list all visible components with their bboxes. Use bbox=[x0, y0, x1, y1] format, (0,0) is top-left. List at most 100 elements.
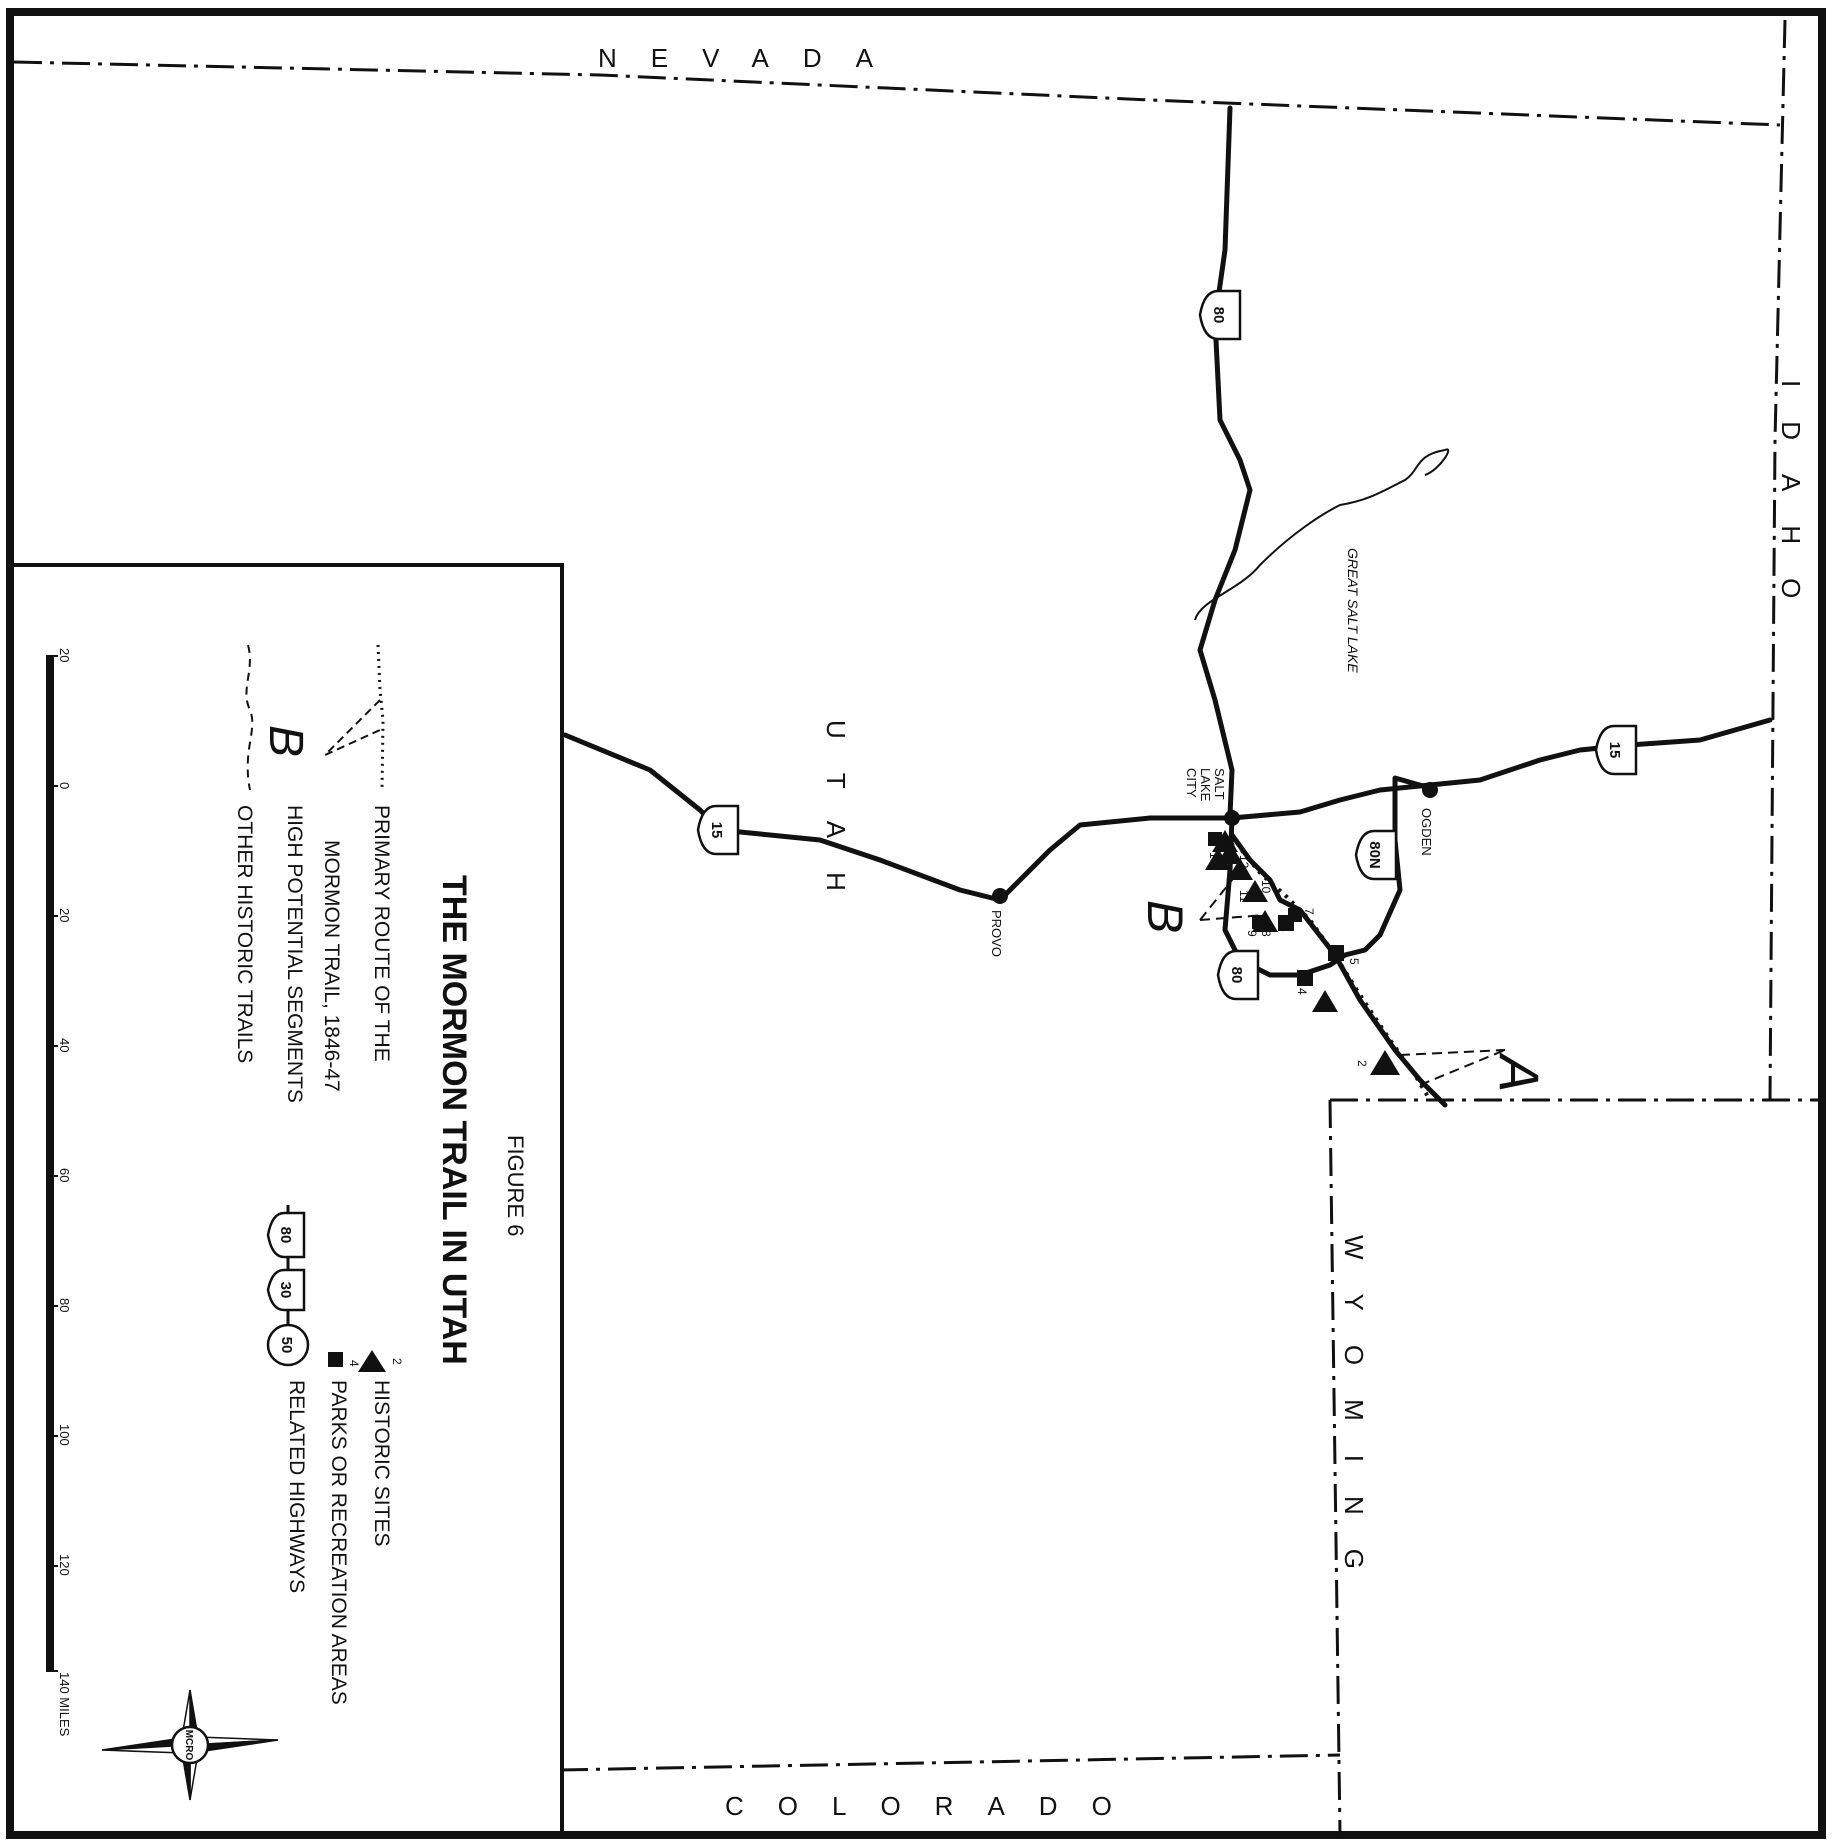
scale-label-7: 120 bbox=[57, 1554, 72, 1576]
scale-label-1: 0 bbox=[57, 782, 72, 789]
legend-primary-route-symbol bbox=[376, 644, 385, 791]
salt-lake-city-label-3: CITY bbox=[1184, 768, 1199, 798]
svg-text:80: 80 bbox=[1210, 307, 1227, 324]
legend-primary-route-1: PRIMARY ROUTE OF THE bbox=[370, 805, 393, 1062]
parks-recreation-areas bbox=[1208, 832, 1344, 986]
svg-text:15: 15 bbox=[1606, 742, 1623, 759]
great-salt-lake bbox=[1194, 448, 1450, 621]
site-marker-13 bbox=[1212, 830, 1238, 852]
state-borders bbox=[13, 19, 1820, 1836]
i15-route bbox=[562, 717, 1773, 903]
legend-box bbox=[10, 563, 564, 1835]
site-num-4: 4 bbox=[1295, 988, 1309, 995]
site-num-12: 12 bbox=[1237, 855, 1251, 869]
wyoming-label: WYOMING bbox=[1339, 1235, 1369, 1603]
site-num-13: 13 bbox=[1223, 835, 1237, 849]
site-num-5: 5 bbox=[1347, 958, 1361, 965]
site-num-2: 2 bbox=[1355, 1060, 1369, 1067]
i80-north-route bbox=[1197, 105, 1253, 818]
scale-label-4: 60 bbox=[57, 1168, 72, 1182]
highways bbox=[562, 105, 1773, 1108]
scale-labels: 20 0 20 40 60 80 100 120 140 MILES bbox=[57, 648, 72, 1737]
provo-label: PROVO bbox=[989, 910, 1004, 957]
svg-text:15: 15 bbox=[708, 822, 725, 839]
shield-i15-west: 15 bbox=[696, 804, 740, 856]
legend-other-trails: OTHER HISTORIC TRAILS bbox=[233, 805, 256, 1063]
legend-related-highways: RELATED HIGHWAYS bbox=[285, 1380, 308, 1593]
colorado-border bbox=[559, 1753, 1341, 1772]
great-salt-lake-label: GREAT SALT LAKE bbox=[1345, 548, 1361, 673]
ogden-label: OGDEN bbox=[1419, 808, 1434, 856]
scale-label-2: 20 bbox=[57, 908, 72, 922]
nevada-border bbox=[13, 60, 1781, 127]
scale-label-8: 140 MILES bbox=[57, 1672, 72, 1737]
segment-a-lines bbox=[1399, 1049, 1506, 1086]
site-num-3: 3 bbox=[1319, 1000, 1333, 1007]
shield-i80-south: 80 bbox=[1216, 949, 1260, 1001]
scale-label-6: 100 bbox=[57, 1424, 72, 1446]
park-marker-14 bbox=[1208, 832, 1222, 846]
legend-park-icon bbox=[328, 1352, 343, 1367]
utah-label: UTAH bbox=[821, 720, 851, 925]
svg-text:80: 80 bbox=[277, 1227, 294, 1244]
wyoming-border-west bbox=[1328, 1099, 1342, 1836]
segment-b-label: B bbox=[1137, 900, 1193, 933]
svg-text:30: 30 bbox=[277, 1282, 294, 1299]
legend-primary-route-2: MORMON TRAIL, 1846-47 bbox=[320, 840, 343, 1092]
provo-dot bbox=[992, 888, 1008, 904]
legend-shield-30: 30 bbox=[266, 1268, 306, 1312]
scale-ticks bbox=[46, 655, 58, 1672]
legend-title: THE MORMON TRAIL IN UTAH bbox=[435, 875, 473, 1365]
site-num-8: 8 bbox=[1259, 930, 1273, 937]
shield-i80n: 80N bbox=[1354, 829, 1398, 881]
site-marker-2 bbox=[1370, 1050, 1400, 1075]
legend-panel: FIGURE 6 THE MORMON TRAIL IN UTAH B PRIM… bbox=[10, 563, 564, 1835]
site-num-11: 11 bbox=[1237, 890, 1251, 903]
site-num-7: 7 bbox=[1302, 908, 1316, 915]
site-num-9: 9 bbox=[1245, 930, 1259, 937]
colorado-label: COLORADO bbox=[725, 1791, 1146, 1821]
salt-lake-city-label-1: SALT bbox=[1212, 768, 1227, 800]
park-marker-5 bbox=[1328, 945, 1344, 961]
park-marker-7 bbox=[1288, 908, 1302, 922]
legend-historic-site-sup: 2 bbox=[390, 1358, 404, 1365]
legend-b-symbol: B bbox=[259, 725, 312, 757]
inner-loop bbox=[1229, 832, 1338, 958]
compass-rose: MCRO bbox=[101, 1689, 279, 1801]
legend-shield-50: 50 bbox=[266, 1323, 310, 1367]
salt-lake-city-dot bbox=[1224, 810, 1240, 826]
site-marker-10 bbox=[1242, 880, 1268, 902]
svg-text:50: 50 bbox=[278, 1337, 295, 1354]
compass-label: MCRO bbox=[183, 1730, 194, 1761]
primary-mormon-trail bbox=[1230, 833, 1432, 1102]
park-marker-4 bbox=[1297, 970, 1313, 986]
nevada-label: NEVADA bbox=[598, 43, 907, 73]
scale-bar bbox=[46, 656, 54, 1671]
legend-park-sup: 4 bbox=[347, 1360, 361, 1367]
legend-high-potential: HIGH POTENTIAL SEGMENTS bbox=[283, 805, 306, 1103]
site-numbers: 2 3 4 5 6 7 8 9 10 11 12 13 14 bbox=[1207, 835, 1369, 1067]
svg-text:80: 80 bbox=[1228, 967, 1245, 984]
scale-label-3: 40 bbox=[57, 1038, 72, 1052]
salt-lake-city-label-2: LAKE bbox=[1198, 768, 1213, 802]
site-num-10: 10 bbox=[1259, 880, 1273, 894]
highway-shields: 80 15 15 80N 80 bbox=[696, 289, 1638, 1001]
park-marker-9 bbox=[1252, 915, 1266, 929]
site-num-6: 6 bbox=[1277, 925, 1291, 932]
idaho-label: IDAHO bbox=[1776, 380, 1806, 632]
site-num-14: 14 bbox=[1207, 852, 1221, 866]
svg-text:80N: 80N bbox=[1366, 841, 1383, 869]
scale-label-5: 80 bbox=[57, 1298, 72, 1312]
legend-figure: FIGURE 6 bbox=[503, 1135, 528, 1236]
scale-label-0: 20 bbox=[57, 648, 72, 662]
legend-shield-80: 80 bbox=[266, 1211, 306, 1259]
i80-south-route bbox=[1222, 815, 1383, 978]
legend-other-trails-symbol bbox=[245, 644, 254, 791]
legend-historic-site-icon bbox=[358, 1350, 386, 1372]
legend-segment-symbol bbox=[324, 699, 381, 756]
idaho-border bbox=[1768, 19, 1787, 1101]
site-marker-3 bbox=[1312, 990, 1338, 1012]
site-marker-11 bbox=[1227, 858, 1253, 880]
legend-historic-sites: HISTORIC SITES bbox=[370, 1380, 393, 1546]
